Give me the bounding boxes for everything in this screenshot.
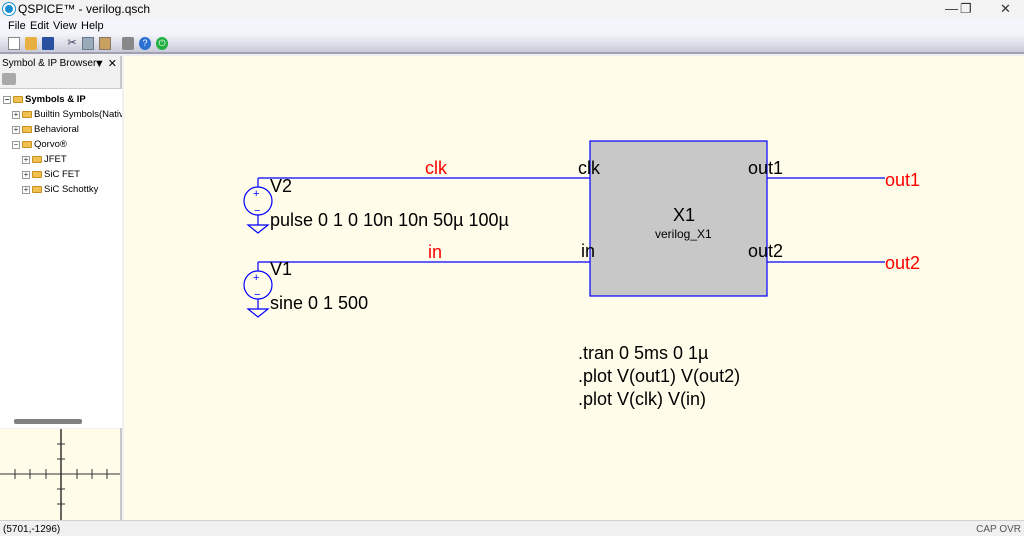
block-type: verilog_X1: [655, 227, 712, 241]
svg-text:+: +: [253, 188, 259, 200]
tree-node-builtin[interactable]: +Builtin Symbols(Native): [12, 109, 122, 120]
window-title: QSPICE™ - verilog.qsch: [18, 2, 151, 16]
block-name: X1: [673, 205, 696, 225]
qspice-app-icon: [3, 3, 15, 15]
folder-icon: [22, 141, 32, 148]
pin-out1: out1: [748, 158, 784, 178]
mini-grid-preview: [0, 429, 120, 520]
pin-dropdown-icon[interactable]: ▼: [93, 58, 105, 70]
title-bar: QSPICE™ - verilog.qsch — ❐ ✕: [0, 0, 1024, 18]
folder-icon: [22, 111, 32, 118]
folder-icon: [13, 96, 23, 103]
directive-tran[interactable]: .tran 0 5ms 0 1µ: [578, 343, 709, 363]
collapse-icon[interactable]: −: [12, 139, 20, 149]
voltage-source-v1[interactable]: + −: [243, 261, 590, 318]
copy-icon[interactable]: [82, 37, 94, 50]
menu-bar: File Edit View Help: [0, 18, 1024, 34]
new-icon[interactable]: [8, 37, 20, 50]
close-button[interactable]: ✕: [1000, 1, 1011, 16]
tree-node-qorvo[interactable]: −Qorvo®: [12, 139, 67, 150]
directive-plot-in[interactable]: .plot V(clk) V(in): [578, 389, 707, 409]
net-label-clk[interactable]: clk: [425, 158, 447, 178]
minimize-button[interactable]: —: [945, 1, 958, 16]
tree-node-behavioral[interactable]: +Behavioral: [12, 124, 79, 135]
pin-clk: clk: [578, 158, 600, 178]
tree-node-sic-fet[interactable]: +SiC FET: [22, 169, 80, 180]
port-out2[interactable]: out2: [885, 253, 921, 273]
expand-icon[interactable]: +: [22, 169, 30, 179]
panel-close-icon[interactable]: ✕: [107, 58, 117, 70]
v1-name[interactable]: V1: [270, 259, 293, 279]
collapse-icon[interactable]: −: [3, 94, 11, 104]
folder-icon: [32, 171, 42, 178]
folder-icon: [22, 126, 32, 133]
v2-name[interactable]: V2: [270, 176, 293, 196]
caps-lock-indicator: CAP: [976, 524, 997, 535]
verilog-block-x1[interactable]: [589, 140, 768, 297]
tree-node-symbols-ip[interactable]: −Symbols & IP: [3, 94, 86, 105]
svg-text:−: −: [254, 289, 260, 301]
expand-icon[interactable]: +: [12, 124, 20, 134]
net-label-in[interactable]: in: [428, 242, 443, 262]
run-icon[interactable]: ⏻: [156, 37, 168, 50]
pin-in: in: [581, 241, 596, 261]
tree-node-sic-schottky[interactable]: +SiC Schottky: [22, 184, 99, 195]
expand-icon[interactable]: +: [22, 154, 30, 164]
svg-text:+: +: [253, 272, 259, 284]
restore-button[interactable]: ❐: [960, 1, 972, 16]
cursor-coordinates: (5701,-1296): [3, 524, 61, 535]
port-out1[interactable]: out1: [885, 170, 921, 190]
voltage-source-v2[interactable]: + −: [243, 177, 590, 234]
expand-icon[interactable]: +: [22, 184, 30, 194]
schematic-canvas[interactable]: + − + − V2 pulse 0 1 0 10n 10n 50µ 100µ …: [124, 56, 1024, 520]
folder-icon: [32, 156, 42, 163]
expand-icon[interactable]: +: [12, 109, 20, 119]
paste-icon[interactable]: [99, 37, 111, 50]
menu-edit[interactable]: Edit: [30, 20, 49, 32]
v2-value[interactable]: pulse 0 1 0 10n 10n 50µ 100µ: [270, 210, 509, 230]
library-icon[interactable]: [2, 73, 16, 85]
help-icon[interactable]: ?: [139, 37, 151, 50]
print-icon[interactable]: [122, 37, 134, 50]
overwrite-indicator: OVR: [999, 524, 1021, 535]
menu-help[interactable]: Help: [81, 20, 104, 32]
folder-icon: [32, 186, 42, 193]
toolbar: ✂ ? ⏻: [0, 34, 1024, 54]
directive-plot-out[interactable]: .plot V(out1) V(out2): [578, 366, 741, 386]
svg-text:−: −: [254, 205, 260, 217]
symbol-ip-browser: Symbol & IP Browser ▼ ✕ −Symbols & IP +B…: [0, 56, 122, 520]
save-icon[interactable]: [42, 37, 54, 50]
v1-value[interactable]: sine 0 1 500: [270, 293, 369, 313]
horizontal-scrollbar[interactable]: [14, 419, 82, 424]
tree-node-jfet[interactable]: +JFET: [22, 154, 67, 165]
menu-file[interactable]: File: [8, 20, 26, 32]
pin-out2: out2: [748, 241, 784, 261]
panel-title: Symbol & IP Browser: [2, 58, 97, 69]
open-icon[interactable]: [25, 37, 37, 50]
status-bar: (5701,-1296) CAP OVR: [0, 520, 1024, 536]
symbol-tree: −Symbols & IP +Builtin Symbols(Native) +…: [0, 88, 122, 428]
cut-icon[interactable]: ✂: [67, 37, 77, 49]
menu-view[interactable]: View: [53, 20, 77, 32]
